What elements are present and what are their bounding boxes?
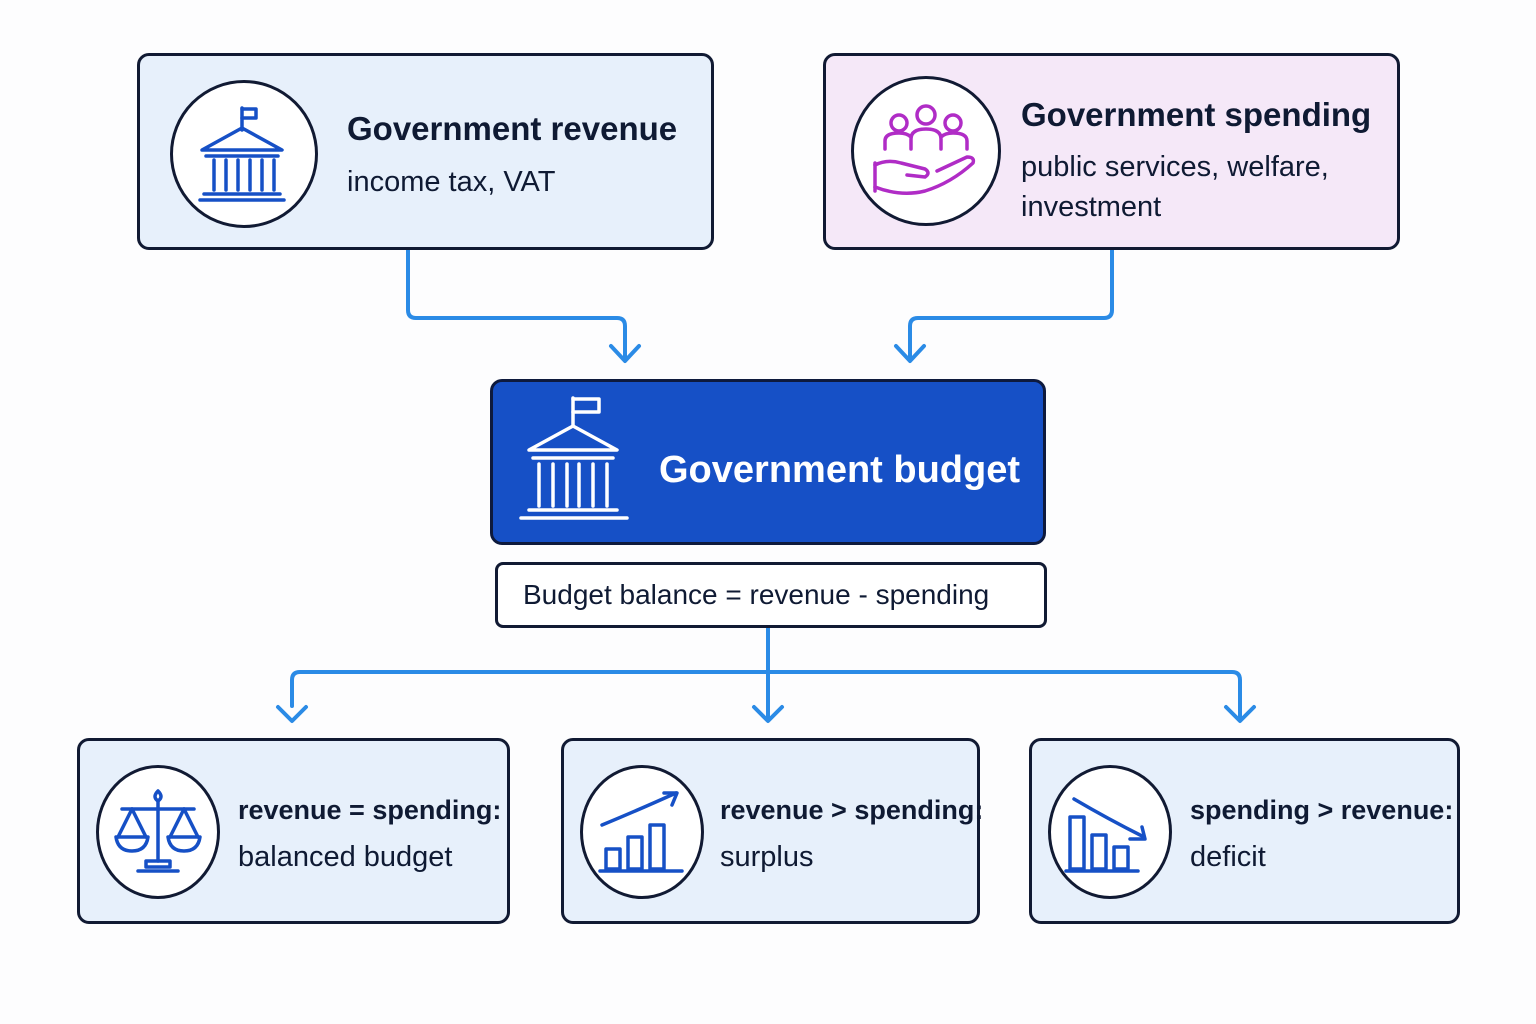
balanced-icon-circle bbox=[96, 765, 220, 899]
surplus-result: surplus bbox=[720, 841, 814, 873]
budget-box: Government budget bbox=[490, 379, 1046, 545]
spending-to-budget-arrow bbox=[908, 248, 1114, 362]
revenue-icon-circle bbox=[170, 80, 318, 228]
spending-description-line2: investment bbox=[1021, 191, 1162, 223]
revenue-box: Government revenue income tax, VAT bbox=[137, 53, 714, 250]
deficit-icon-circle bbox=[1048, 765, 1172, 899]
surplus-box: revenue > spending: surplus bbox=[561, 738, 984, 924]
surplus-arrowhead bbox=[752, 705, 784, 723]
revenue-description: income tax, VAT bbox=[347, 166, 556, 198]
chart-up-icon bbox=[598, 791, 684, 873]
balanced-budget-box: revenue = spending: balanced budget bbox=[77, 738, 510, 924]
surplus-icon-circle bbox=[580, 765, 704, 899]
spending-icon-circle bbox=[851, 76, 1001, 226]
deficit-result: deficit bbox=[1190, 841, 1266, 873]
surplus-condition: revenue > spending: bbox=[720, 795, 984, 825]
people-hand-icon bbox=[873, 104, 976, 195]
scales-icon bbox=[114, 789, 202, 873]
spending-title: Government spending bbox=[1021, 96, 1372, 133]
deficit-arrowhead bbox=[1224, 705, 1256, 723]
revenue-to-budget-arrow bbox=[406, 248, 627, 362]
formula-box: Budget balance = revenue - spending bbox=[495, 562, 1047, 628]
budget-title: Government budget bbox=[659, 449, 1021, 491]
government-building-icon bbox=[198, 106, 286, 202]
revenue-title: Government revenue bbox=[347, 110, 678, 147]
deficit-box: spending > revenue: deficit bbox=[1029, 738, 1460, 924]
balanced-result: balanced budget bbox=[238, 841, 453, 873]
deficit-condition: spending > revenue: bbox=[1190, 795, 1454, 825]
spending-box: Government spending public services, wel… bbox=[823, 53, 1400, 250]
chart-down-icon bbox=[1064, 797, 1147, 873]
budget-balance-formula: Budget balance = revenue - spending bbox=[523, 579, 990, 610]
government-building-icon bbox=[519, 396, 629, 520]
revenue-arrowhead bbox=[609, 344, 641, 363]
balanced-condition: revenue = spending: bbox=[238, 795, 502, 825]
spending-description-line1: public services, welfare, bbox=[1021, 151, 1329, 183]
spending-arrowhead bbox=[894, 344, 926, 363]
branch-horizontal bbox=[290, 670, 1242, 722]
balanced-arrowhead bbox=[276, 705, 308, 723]
